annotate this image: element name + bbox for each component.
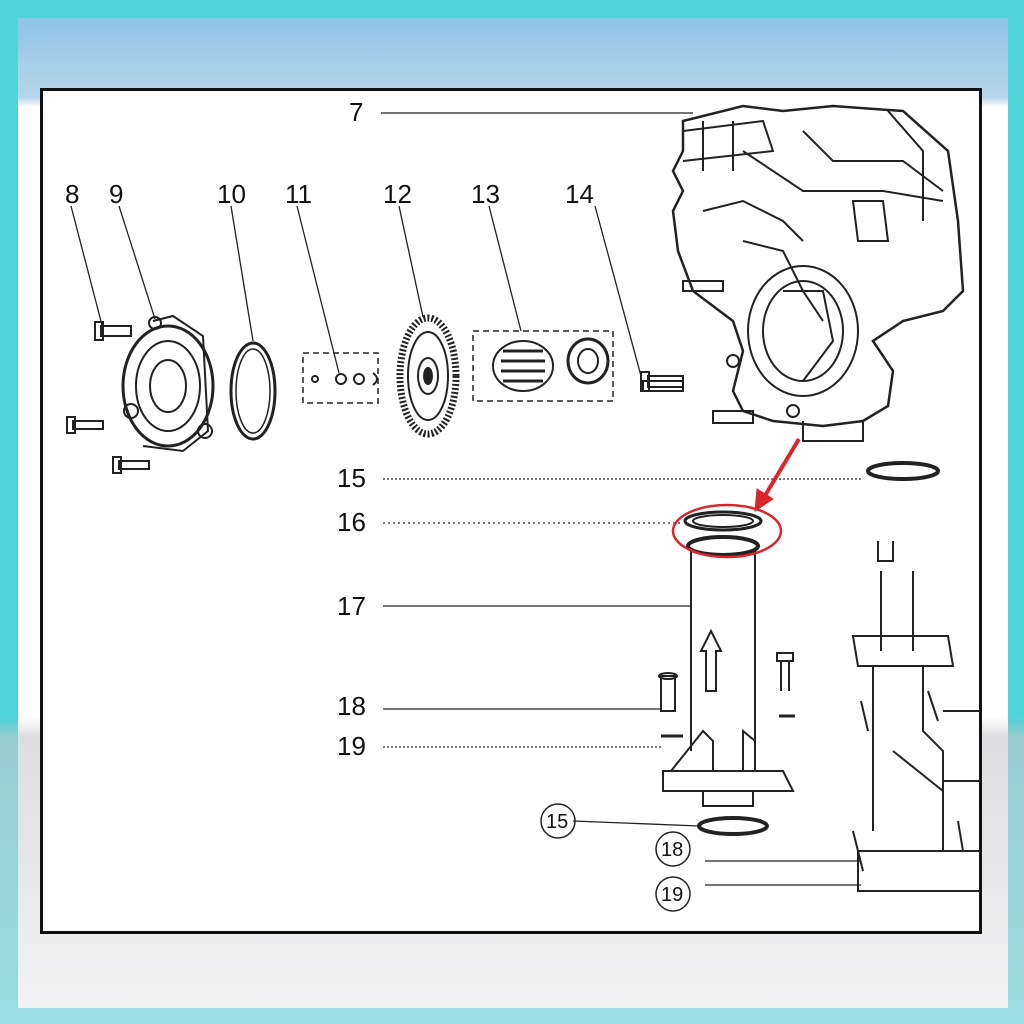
exploded-parts-diagram: 7 8 9 10 11 12 13 14 15 16 17 18 19 15 1… [40, 88, 984, 934]
callout-15-upper: 15 [337, 463, 366, 493]
callout-9: 9 [109, 179, 123, 209]
callout-8: 8 [65, 179, 79, 209]
part-12-gear [396, 314, 460, 438]
part-15-gasket-upper [866, 461, 940, 481]
diagram-canvas: 7 8 9 10 11 12 13 14 15 16 17 18 19 15 1… [65, 97, 984, 912]
callout-7: 7 [349, 97, 363, 127]
part-9-flange-cover [121, 314, 215, 453]
callout-19-upper: 19 [337, 731, 366, 761]
part-15-gasket-lower [697, 816, 769, 836]
callout-13: 13 [471, 179, 500, 209]
leader-lines [70, 112, 863, 886]
callout-16: 16 [337, 507, 366, 537]
callout-17: 17 [337, 591, 366, 621]
part-8-screws [66, 321, 150, 474]
part-13-coupling [472, 330, 614, 402]
part-10-o-ring [229, 341, 277, 441]
part-14-screw [640, 371, 684, 392]
callout-14: 14 [565, 179, 594, 209]
highlight-annotation [671, 437, 801, 559]
callout-12: 12 [383, 179, 412, 209]
part-11-small-parts [302, 352, 379, 404]
callout-19-lower: 19 [661, 884, 683, 906]
callout-18-upper: 18 [337, 691, 366, 721]
part-18-pins [658, 652, 794, 712]
part-7-housing [642, 104, 965, 442]
assembled-view [851, 541, 984, 892]
callout-15-lower: 15 [546, 811, 568, 833]
callout-11: 11 [285, 179, 312, 209]
part-17-column [662, 551, 795, 807]
callout-10: 10 [217, 179, 246, 209]
callout-18-lower: 18 [661, 839, 683, 861]
highlight-ellipse [671, 503, 783, 559]
part-16-seal [683, 510, 763, 557]
